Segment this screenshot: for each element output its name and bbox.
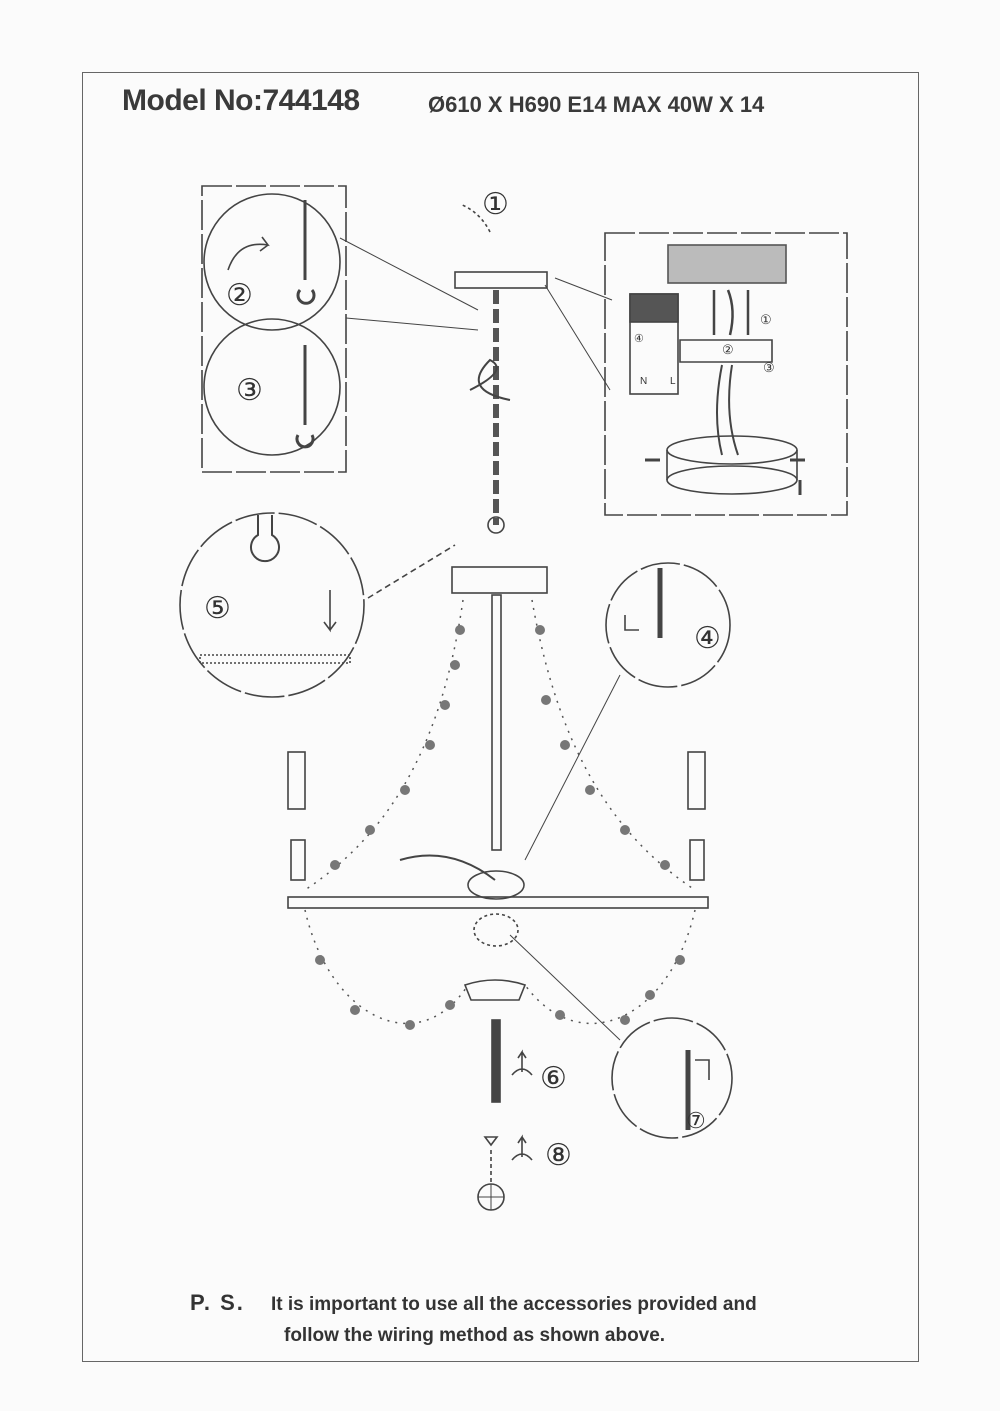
top-plate bbox=[451, 566, 548, 594]
wiring-inset-box: N L ① ② ③ ④ bbox=[604, 232, 848, 516]
step-1-label: ① bbox=[482, 187, 509, 222]
ceiling-canopy bbox=[454, 271, 548, 289]
leader-line bbox=[339, 237, 479, 331]
bead-chains bbox=[304, 599, 696, 1025]
step-3-label: ③ bbox=[236, 373, 263, 408]
wiring-step-1: ① bbox=[760, 312, 772, 327]
step-2-label: ② bbox=[226, 278, 253, 313]
step-4-inset: ④ bbox=[524, 562, 731, 861]
step-6-label: ⑥ bbox=[540, 1061, 567, 1096]
live-label: L bbox=[670, 376, 676, 387]
step-8-callout: ⑧ bbox=[483, 1134, 572, 1173]
chandelier: ① bbox=[287, 187, 709, 1211]
ps-label: P. S. bbox=[190, 1290, 245, 1315]
bulb-holder-left bbox=[290, 839, 306, 881]
step-8-label: ⑧ bbox=[545, 1138, 572, 1173]
candle-sleeve-left bbox=[287, 751, 306, 810]
candle-sleeve-right bbox=[687, 751, 706, 810]
step-5-label: ⑤ bbox=[204, 591, 231, 626]
drop-rod bbox=[491, 1019, 501, 1103]
arm-bar bbox=[287, 896, 709, 909]
step-4-label: ④ bbox=[694, 621, 721, 656]
leader-line bbox=[544, 277, 613, 391]
note-line-2: follow the wiring method as shown above. bbox=[284, 1325, 666, 1346]
step-6-callout: ⑥ bbox=[511, 1049, 567, 1096]
wiring-step-4: ④ bbox=[634, 333, 644, 345]
step-5-inset: ⑤ bbox=[179, 512, 456, 698]
central-rod bbox=[491, 594, 502, 851]
specifications: Ø610 X H690 E14 MAX 40W X 14 bbox=[428, 92, 765, 117]
beads bbox=[315, 625, 685, 1030]
step-7-inset: ⑦ bbox=[509, 934, 733, 1139]
bulb-holder-right bbox=[689, 839, 705, 881]
chain-inset-box: ② ③ bbox=[201, 185, 347, 473]
wiring-step-2: ② bbox=[722, 342, 734, 357]
wiring-step-3: ③ bbox=[763, 360, 775, 375]
step-7-label: ⑦ bbox=[686, 1109, 706, 1134]
bottom-bowl bbox=[463, 979, 527, 1001]
page-border bbox=[82, 72, 919, 1362]
model-number: Model No:744148 bbox=[122, 84, 360, 117]
note-line-1: It is important to use all the accessori… bbox=[271, 1294, 757, 1315]
neutral-label: N bbox=[640, 376, 647, 387]
